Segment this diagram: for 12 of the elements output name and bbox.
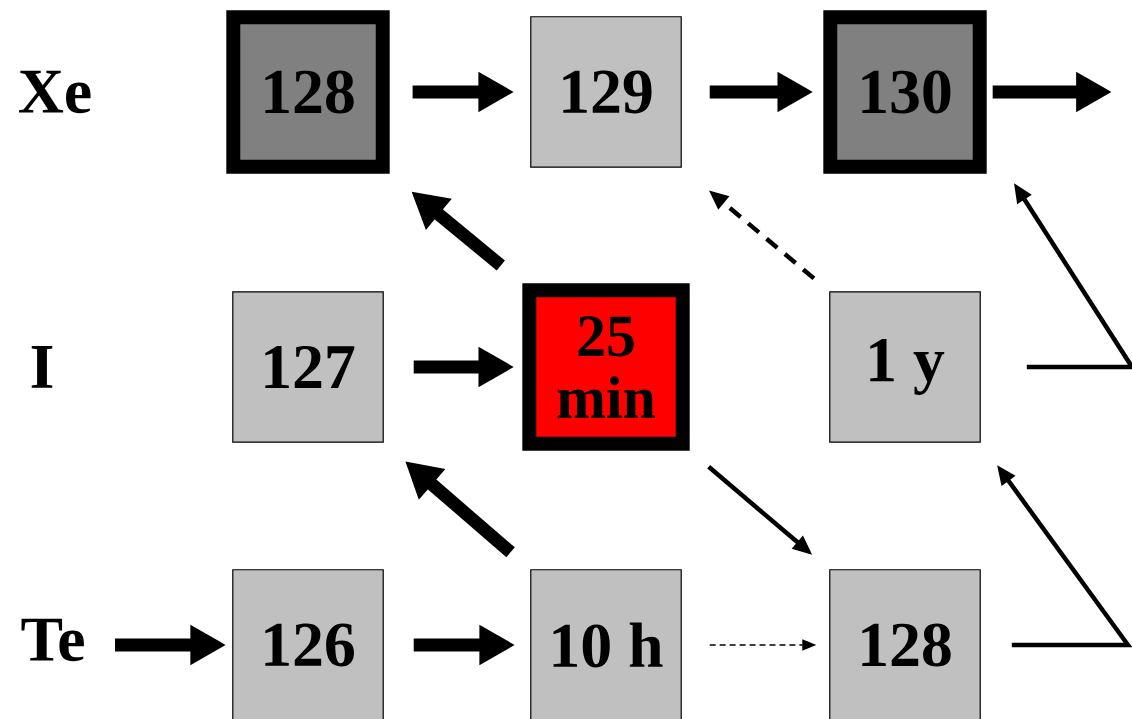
isotope-box: 10 h	[530, 569, 682, 719]
isotope-box: 127	[232, 291, 384, 443]
element-label: Xe	[19, 70, 91, 114]
isotope-box: 128	[829, 569, 981, 719]
isotope-box: 25 min	[522, 283, 690, 451]
isotope-box: 130	[823, 10, 987, 174]
isotope-box: 1 y	[829, 291, 981, 443]
isotope-box: 128	[226, 10, 390, 174]
element-label: I	[31, 346, 53, 388]
isotope-box: 129	[530, 16, 682, 168]
element-label: Te	[21, 618, 84, 662]
isotope-box: 126	[232, 569, 384, 719]
